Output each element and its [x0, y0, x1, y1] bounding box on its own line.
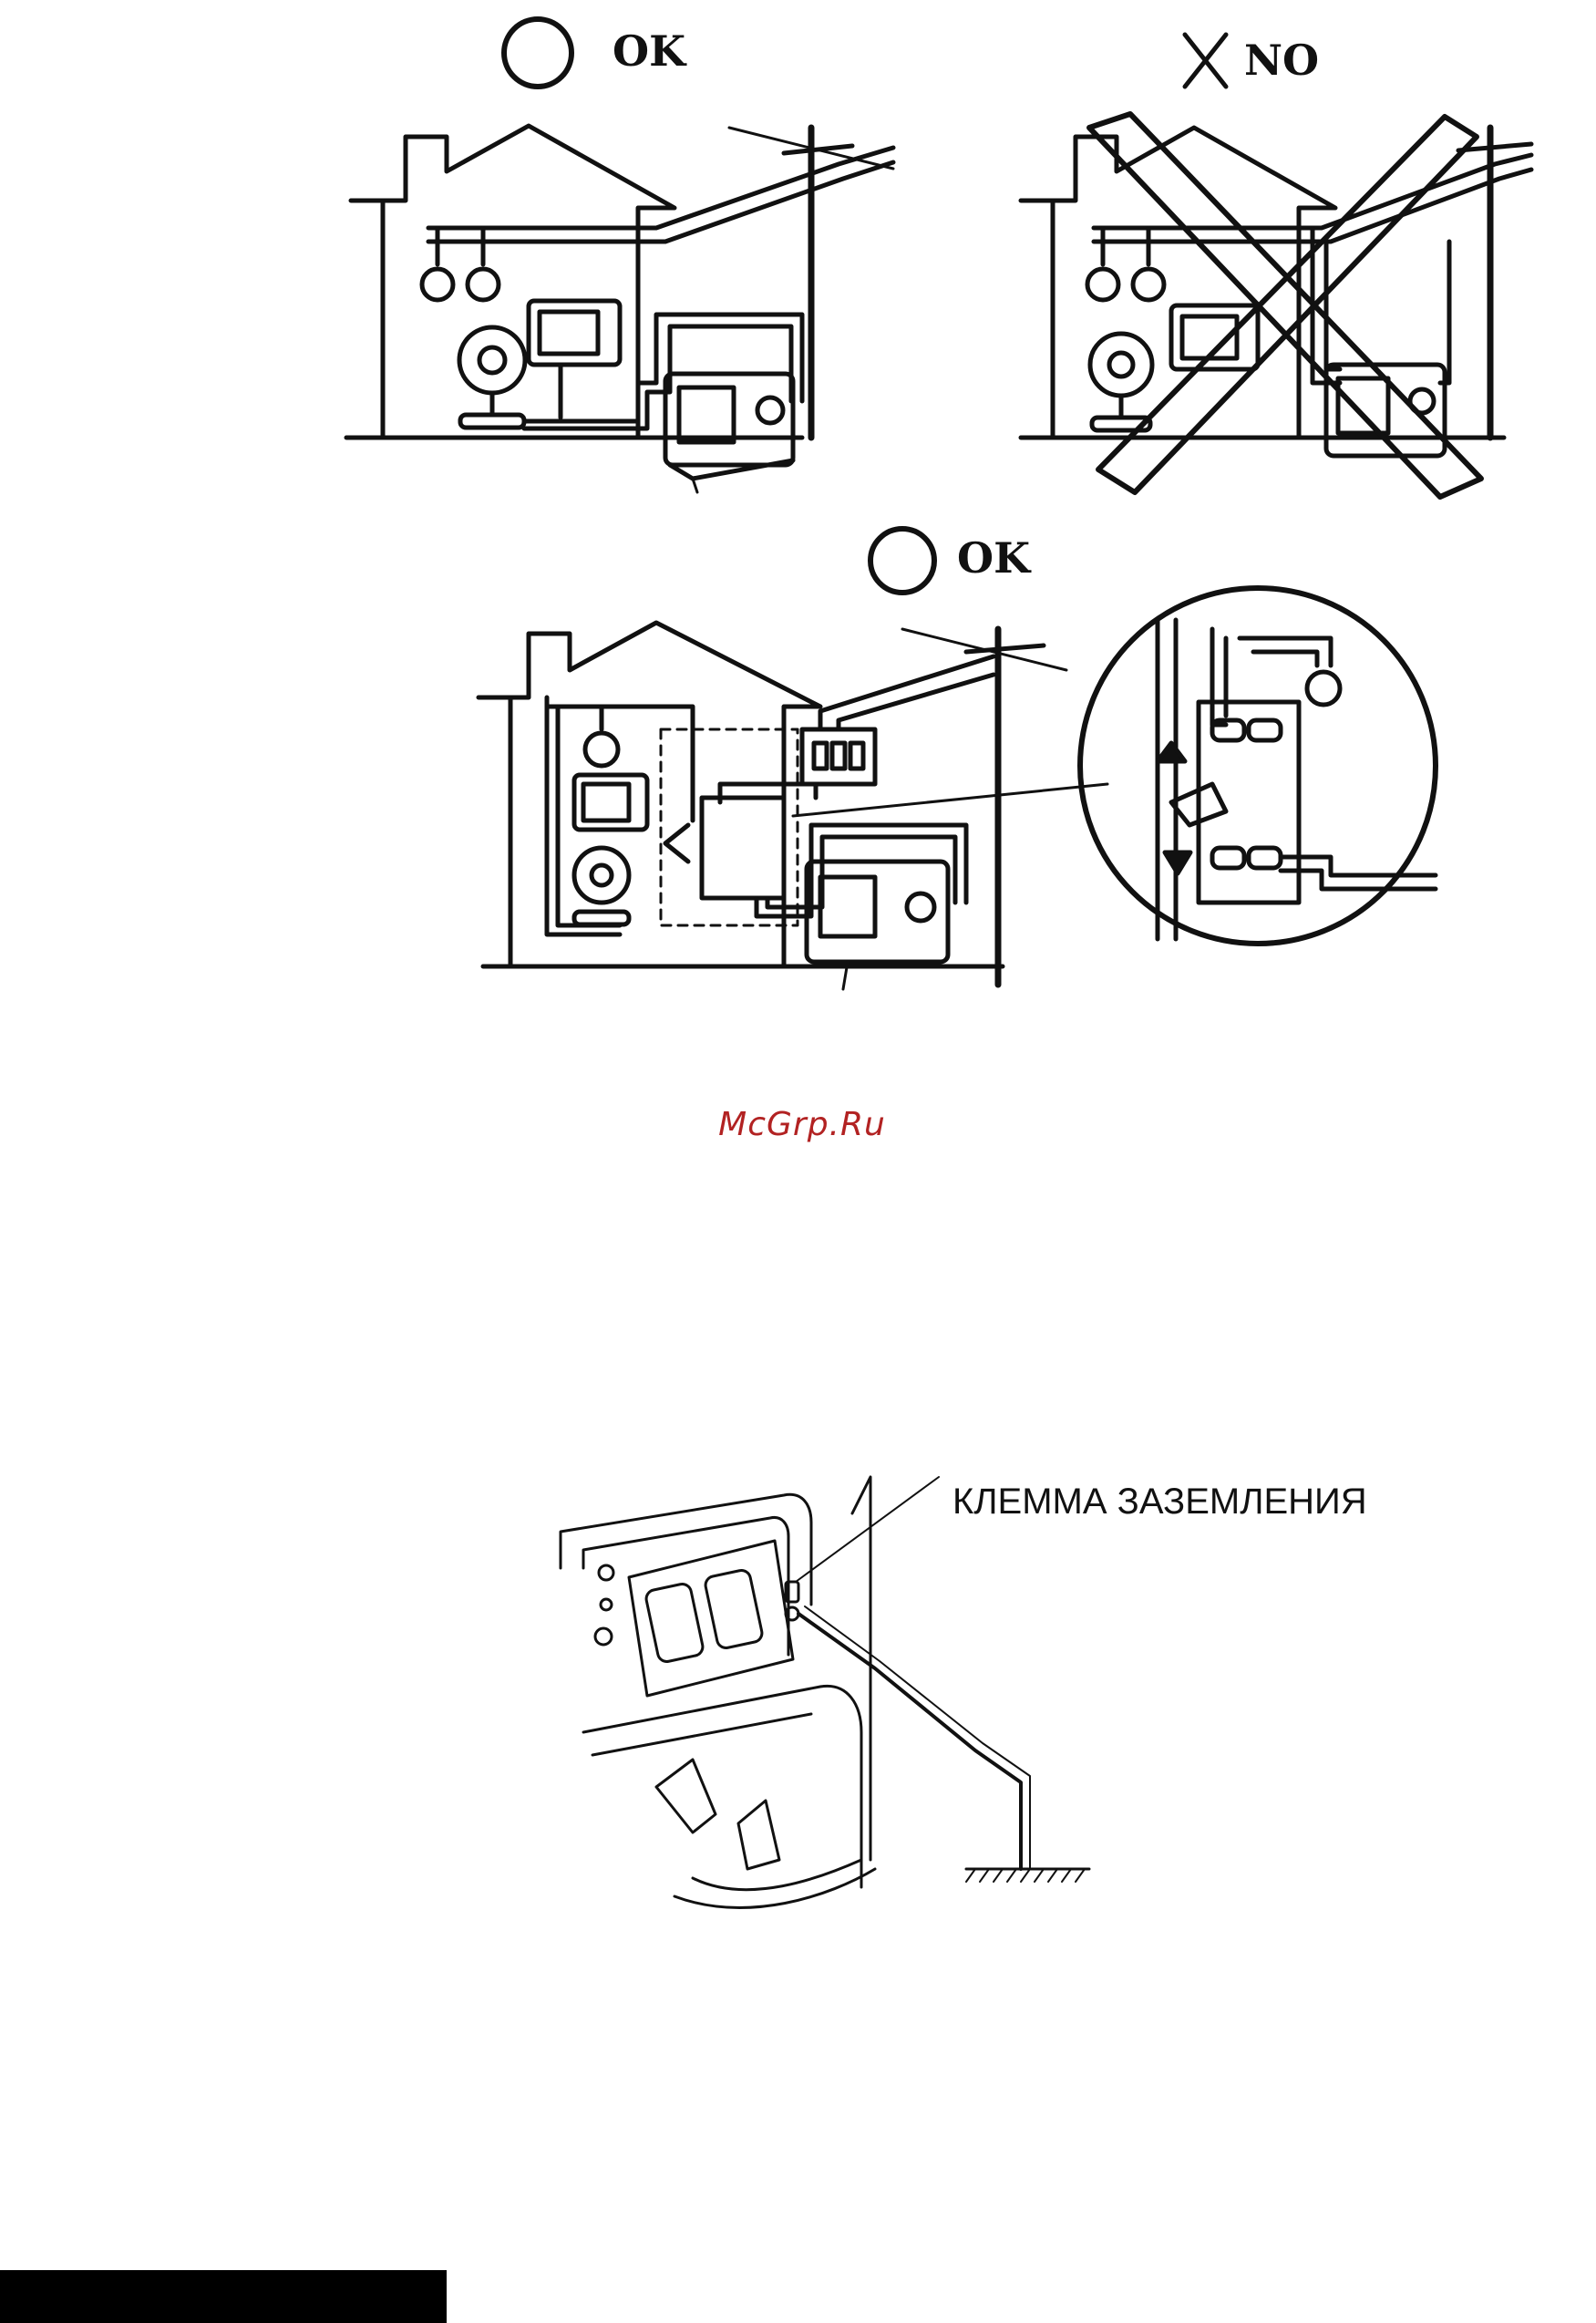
page-footer-bar [0, 2270, 447, 2323]
ok-badge-label: OK [613, 26, 687, 76]
ok-circle-icon [504, 19, 571, 87]
ground-terminal-label: КЛЕММА ЗАЗЕМЛЕНИЯ [952, 1482, 1367, 1522]
no-badge-label: NO [1244, 36, 1319, 85]
house-with-transfer-switch [479, 623, 1107, 989]
panel-no-top-right: NO [1021, 35, 1531, 497]
panel-ok-top-left: OK [346, 19, 893, 492]
grounding-figure: КЛЕММА ЗАЗЕМЛЕНИЯ [561, 1477, 1367, 1907]
house-illustration-wrong [1021, 114, 1531, 497]
panel-ok-middle: OK [479, 529, 1436, 989]
switch-detail-magnifier [1080, 588, 1436, 944]
ok-badge-label-2: OK [957, 533, 1032, 583]
no-cross-icon [1185, 35, 1226, 87]
watermark-text: McGrp.Ru [718, 1106, 886, 1143]
ok-circle-icon-2 [870, 529, 934, 593]
house-illustration [346, 126, 893, 492]
